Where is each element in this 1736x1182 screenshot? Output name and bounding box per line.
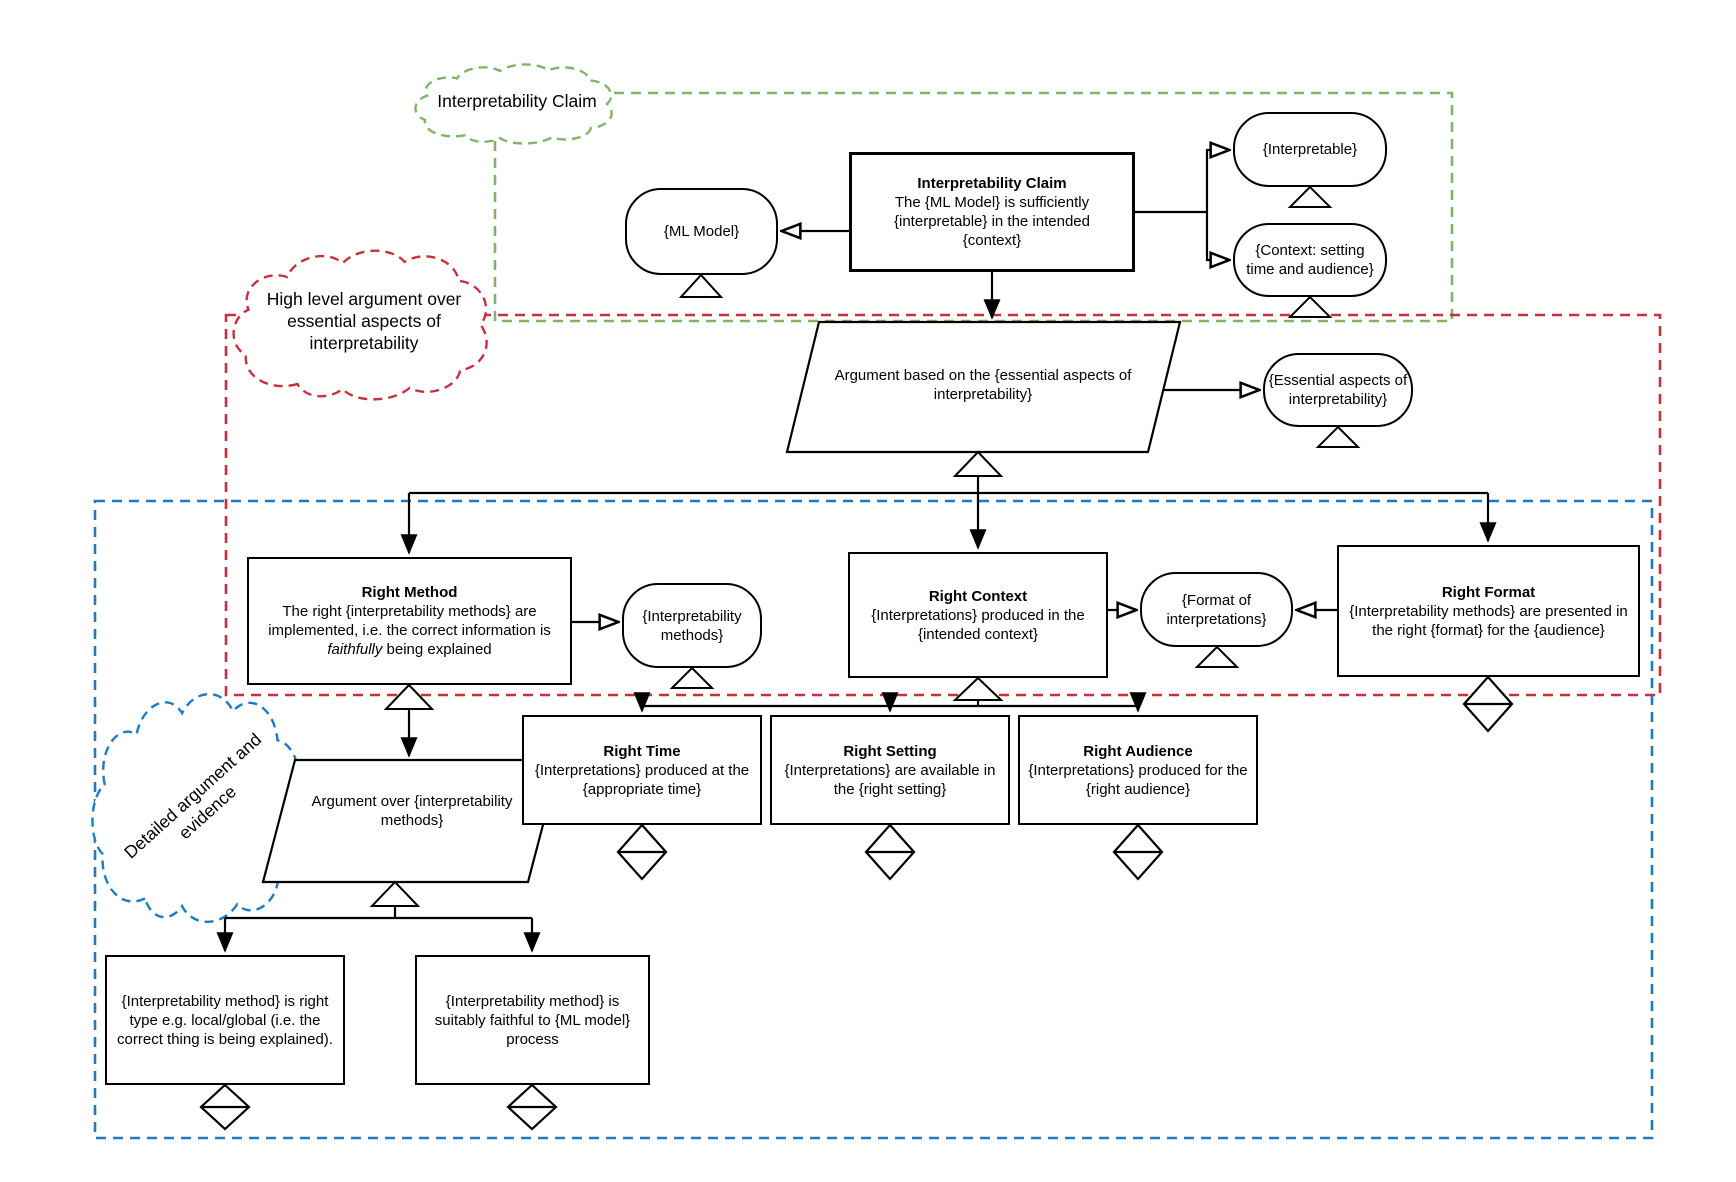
high-level-region-outline	[224, 313, 1662, 697]
diamond-right-setting	[864, 823, 916, 881]
strategy1-label: Argument based on the {essential aspects…	[834, 367, 1132, 403]
goal-right-context-title: Right Context	[928, 587, 1028, 605]
goal-claim-body: The {ML Model} is sufficiently {interpre…	[894, 194, 1090, 249]
goal-claim-title: Interpretability Claim	[917, 175, 1067, 192]
context-triangle-mlmodel	[678, 273, 724, 298]
diamond-method-type	[199, 1083, 251, 1131]
goal-right-time-title: Right Time	[603, 742, 681, 760]
claim-cloud	[415, 64, 611, 143]
high-level-label-line3: interpretability	[309, 333, 419, 353]
detailed-cloud	[92, 694, 300, 922]
context-triangle-essential	[1315, 425, 1361, 448]
connector-claim-to-context	[1205, 212, 1229, 260]
diamond-method-faithful	[506, 1083, 558, 1131]
connectors	[216, 150, 1497, 953]
support-triangle-strategy2	[369, 880, 421, 907]
context-essential-aspects: {Essential aspects of interpretability}	[1263, 353, 1413, 427]
goal-right-format: Right Format {Interpretability methods} …	[1337, 545, 1640, 677]
support-triangles	[369, 450, 1004, 907]
context-format-of-interpretations: {Format of interpretations}	[1140, 572, 1293, 647]
goal-interpretability-claim: Interpretability Claim The {ML Model} is…	[849, 152, 1135, 272]
context-setting-time-audience: {Context: setting time and audience}	[1233, 223, 1387, 297]
goal-right-time-body: {Interpretations} produced at the {appro…	[534, 761, 750, 798]
diamond-right-audience	[1112, 823, 1164, 881]
goal-right-setting-body: {Interpretations} are available in the {…	[784, 761, 996, 798]
goal-right-setting-title: Right Setting	[843, 742, 937, 760]
context-triangle-context	[1287, 295, 1333, 318]
claim-region-outline	[493, 91, 1454, 323]
goal-right-format-body: {Interpretability methods} are presented…	[1349, 602, 1628, 639]
goal-right-format-title: Right Format	[1441, 583, 1536, 601]
context-essential-label: {Essential aspects of interpretability}	[1268, 372, 1408, 408]
undeveloped-diamonds	[199, 675, 1514, 1131]
right-method-body-post: being explained	[382, 641, 492, 658]
context-ml-model: {ML Model}	[625, 188, 778, 275]
goal-right-time: Right Time {Interpretations} produced at…	[522, 715, 762, 825]
high-level-cloud	[234, 251, 487, 400]
goal-method-faithful: {Interpretability method} is suitably fa…	[415, 955, 650, 1085]
goal-right-audience-title: Right Audience	[1083, 742, 1193, 760]
context-interpretability-methods: {Interpretability methods}	[622, 583, 762, 668]
context-interp-methods-label: {Interpretability methods}	[642, 607, 742, 644]
goal-right-method-title: Right Method	[361, 584, 458, 601]
support-triangle-right-context	[952, 676, 1004, 701]
goal-method-type-body: {Interpretability method} is right type …	[117, 992, 333, 1048]
goal-right-method: Right Method The right {interpretability…	[247, 557, 572, 685]
high-level-region-label: High level argument over essential aspec…	[243, 288, 485, 354]
diamond-right-time	[616, 823, 668, 881]
context-interpretable: {Interpretable}	[1233, 112, 1387, 187]
connector-claim-to-interpretable	[1205, 150, 1229, 212]
goal-right-setting: Right Setting {Interpretations} are avai…	[770, 715, 1010, 825]
goal-method-faithful-body: {Interpretability method} is suitably fa…	[434, 992, 631, 1048]
context-setting-label: {Context: setting time and audience}	[1246, 242, 1374, 278]
claim-region-label: Interpretability Claim	[437, 91, 597, 111]
context-triangles	[669, 185, 1361, 689]
diamond-right-format	[1462, 675, 1514, 733]
goal-right-method-body: The right {interpretability methods} are…	[253, 602, 566, 659]
strategy2-label: Argument over {interpretability methods}	[311, 793, 513, 829]
right-method-body-italic: faithfully	[327, 641, 383, 658]
goal-right-audience: Right Audience {Interpretations} produce…	[1018, 715, 1258, 825]
goal-right-context-body: {Interpretations} produced in the {inten…	[871, 606, 1085, 643]
goal-right-audience-body: {Interpretations} produced for the {righ…	[1028, 761, 1248, 798]
strategy-interpretability-methods	[261, 758, 562, 884]
context-ml-model-label: {ML Model}	[663, 223, 740, 240]
support-triangle-right-method	[383, 683, 435, 710]
right-method-body-pre: The right {interpretability methods} are…	[268, 603, 551, 639]
goal-right-context: Right Context {Interpretations} produced…	[848, 552, 1108, 678]
support-triangle-strategy1	[952, 450, 1004, 477]
context-triangle-interpretable	[1287, 185, 1333, 208]
context-interpretable-label: {Interpretable}	[1262, 141, 1358, 158]
high-level-label-line1: High level argument over	[266, 289, 462, 309]
strategy-essential-aspects	[785, 320, 1182, 454]
context-triangle-format	[1194, 645, 1240, 668]
context-triangle-interpmethods	[669, 666, 715, 689]
goal-method-type: {Interpretability method} is right type …	[105, 955, 345, 1085]
context-format-label: {Format of interpretations}	[1166, 591, 1267, 628]
high-level-label-line2: essential aspects of	[287, 311, 441, 331]
